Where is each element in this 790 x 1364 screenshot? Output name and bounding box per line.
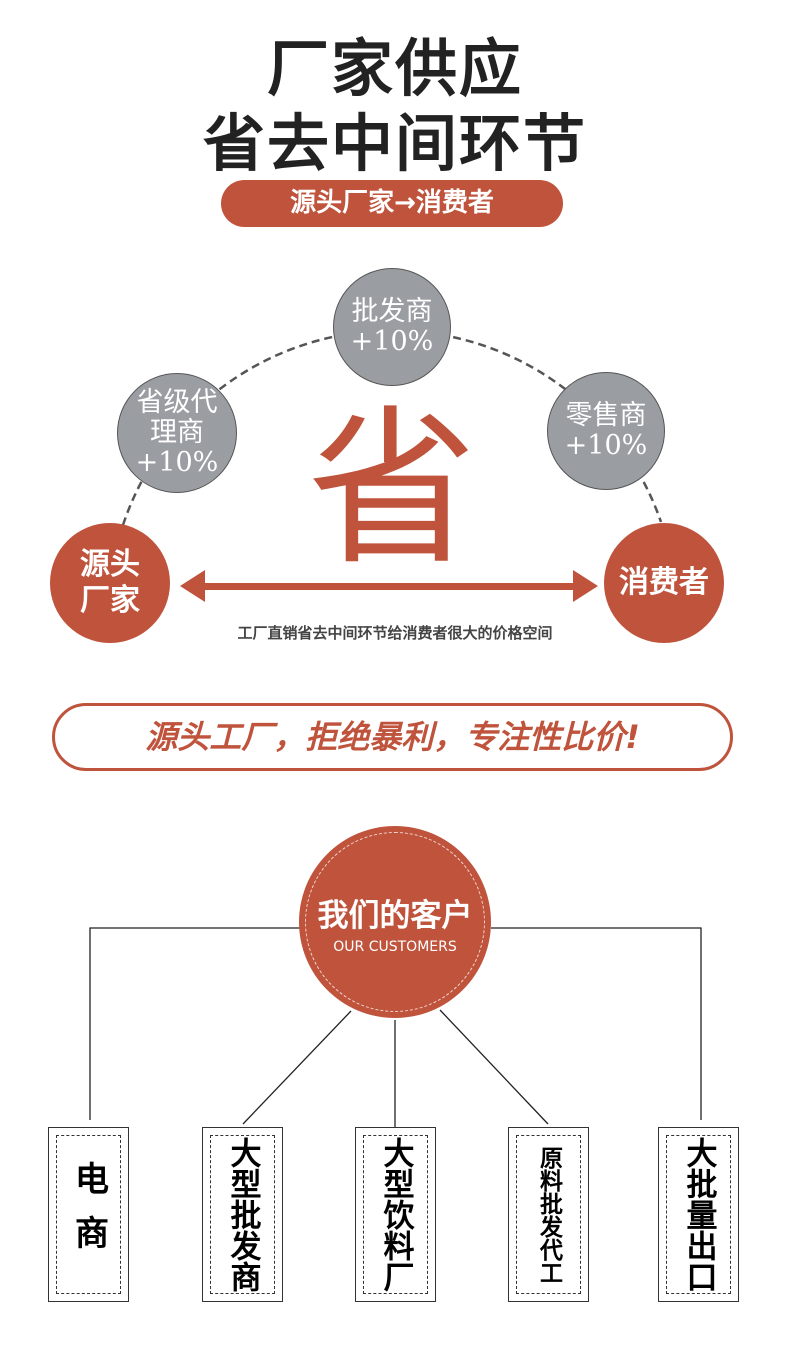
slogan-banner: 源头工厂，拒绝暴利，专注性比价! [52,703,733,771]
source-line-1: 源头 [80,547,140,582]
dashed-ring [305,832,485,1012]
diagram-caption: 工厂直销省去中间环节给消费者很大的价格空间 [237,624,553,642]
customer-label: 大型饮料厂 [377,1137,414,1292]
intermediary-provincial-agent: 省级代理商 +10% [117,373,237,493]
intermediary-label: 批发商 [351,296,433,327]
customer-box-raw-material-oem: 原料批发代工 [508,1127,589,1302]
customer-box-ecommerce: 电商 [48,1127,129,1302]
customers-subtitle: OUR CUSTOMERS [333,938,457,955]
title-line-1: 厂家供应 [266,32,523,105]
customer-label: 大批量出口 [680,1137,717,1292]
customer-tree-lines [89,927,702,1127]
consumer-circle: 消费者 [604,523,724,643]
source-factory-circle: 源头 厂家 [50,523,170,643]
intermediary-label: 省级代理商 [136,387,218,448]
customer-box-bulk-export: 大批量出口 [658,1127,739,1302]
intermediary-wholesaler: 批发商 +10% [333,268,451,386]
source-line-2: 厂家 [80,583,140,618]
title-line-2: 省去中间环节 [202,107,587,180]
intermediary-markup: +10% [350,326,434,357]
customer-box-wholesaler: 大型批发商 [202,1127,283,1302]
customer-box-beverage-factory: 大型饮料厂 [355,1127,436,1302]
double-arrow [180,570,598,602]
customers-title: 我们的客户 [317,897,473,934]
customer-label: 大型批发商 [224,1137,261,1292]
customer-label: 电商 [68,1160,109,1269]
source-to-consumer-pill: 源头厂家→消费者 [221,180,563,227]
intermediary-label: 零售商 [565,400,647,431]
consumer-label: 消费者 [619,565,709,600]
intermediary-markup: +10% [135,447,219,478]
save-big-character: 省 [306,391,477,589]
intermediary-retailer: 零售商 +10% [547,372,665,490]
our-customers-circle: 我们的客户 OUR CUSTOMERS [299,826,491,1018]
intermediary-markup: +10% [564,430,648,461]
customer-label: 原料批发代工 [535,1145,562,1284]
